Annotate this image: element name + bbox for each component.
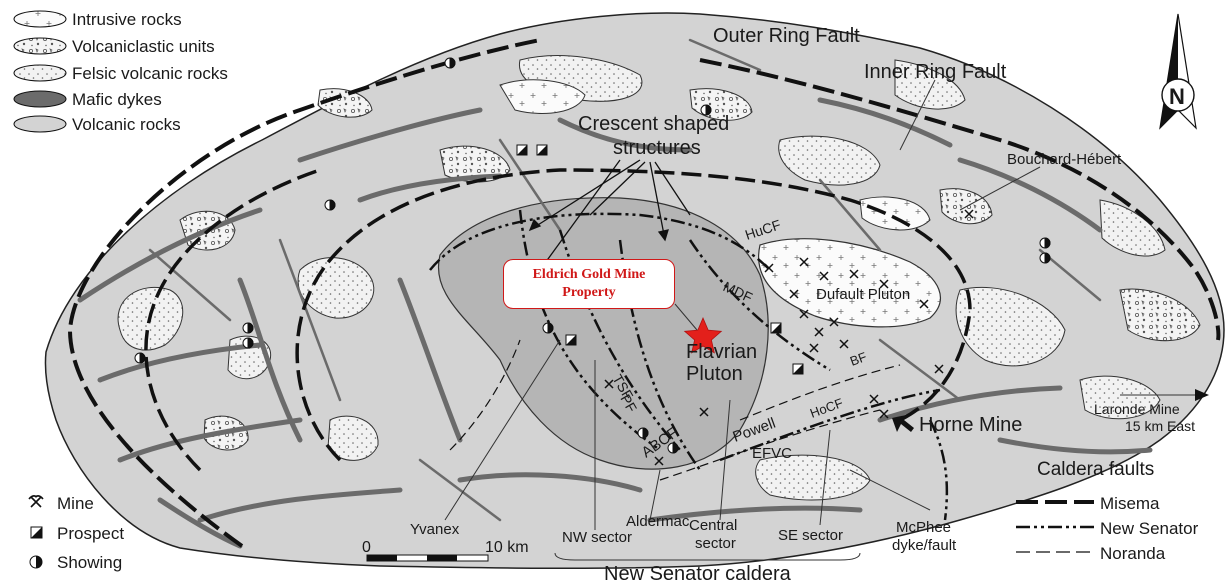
- eldrich-property-star-icon: [683, 316, 723, 354]
- mine-pick-icon: [28, 495, 44, 508]
- symbol-legend: Mine Prospect Showing: [28, 494, 124, 572]
- label-outer-ring-fault: Outer Ring Fault: [713, 25, 860, 47]
- prospect-symbols: [516, 144, 804, 375]
- legend-unit-label: Intrusive rocks: [72, 10, 182, 29]
- eldrich-property-callout: Eldrich Gold Mine Property: [503, 259, 675, 309]
- fault-legend-label: New Senator: [1100, 519, 1199, 538]
- label-mcphee-2: dyke/fault: [892, 537, 957, 554]
- callout-line-1: Eldrich Gold Mine: [532, 267, 646, 282]
- legend-unit-label: Volcaniclastic units: [72, 37, 215, 56]
- new-senator-caldera-brace: [554, 552, 861, 561]
- callout-line-2: Property: [562, 285, 616, 300]
- label-horne-mine: Horne Mine: [919, 414, 1022, 436]
- label-central-2: sector: [695, 535, 736, 552]
- new-senator-fault-lines: [429, 209, 949, 521]
- felsic-volcanic-units: [117, 55, 1166, 501]
- label-pf: PF: [617, 392, 640, 415]
- label-efvc: EFVC: [752, 445, 792, 462]
- dufault-pluton-area: [758, 238, 941, 328]
- label-laronde-1: Laronde Mine: [1094, 401, 1180, 417]
- leader-lines: [444, 79, 1195, 530]
- laronde-arrow-icon: [1195, 389, 1209, 401]
- mafic-dykes-thin: [148, 38, 1102, 522]
- label-bouchard-hebert: Bouchard-Hébert: [1007, 151, 1122, 168]
- scale-end-label: 10 km: [485, 539, 529, 556]
- legend-unit-label: Volcanic rocks: [72, 115, 181, 134]
- label-flavrian-1: Flavrian: [686, 341, 757, 363]
- fault-legend-label: Misema: [1100, 494, 1160, 513]
- rock-unit-legend: Intrusive rocks Volcaniclastic units Fel…: [13, 10, 228, 134]
- label-dufault-pluton: Dufault Pluton: [816, 286, 910, 303]
- felsic-volcanic-swatch-icon: [13, 64, 67, 82]
- legend-symbol-label: Prospect: [57, 524, 124, 543]
- volcaniclastic-swatch-icon: [13, 37, 67, 55]
- volcanic-rocks-swatch-icon: [13, 115, 67, 133]
- label-laronde-2: 15 km East: [1125, 418, 1195, 434]
- intrusive-rocks-swatch-icon: [13, 10, 67, 28]
- label-inner-ring-fault: Inner Ring Fault: [864, 61, 1007, 83]
- label-yvanex: Yvanex: [410, 521, 460, 538]
- legend-unit-label: Felsic volcanic rocks: [72, 64, 228, 83]
- horne-mine-arrow-icon: [892, 414, 914, 432]
- label-aldermac: Aldermac: [626, 513, 690, 530]
- caldera-faults-title: Caldera faults: [1037, 459, 1154, 480]
- inner-ring-fault-line: [144, 168, 321, 472]
- label-crescent-2: structures: [613, 137, 701, 159]
- outer-ring-fault-line: [67, 38, 541, 548]
- scale-bar: 0 10 km: [362, 539, 529, 562]
- north-label: N: [1169, 84, 1185, 109]
- label-crescent-1: Crescent shaped: [578, 113, 729, 135]
- north-arrow-icon: N: [1159, 13, 1197, 130]
- label-mcphee-1: McPhee: [896, 519, 951, 536]
- outer-ring-fault-line: [699, 58, 1221, 341]
- fault-legend-label: Noranda: [1100, 544, 1166, 563]
- mafic-dykes: [77, 97, 1153, 549]
- label-new-senator-caldera: New Senator caldera: [604, 563, 792, 585]
- caldera-faults-legend: Caldera faults Misema New Senator Norand…: [1016, 459, 1199, 563]
- legend-symbol-label: Showing: [57, 553, 122, 572]
- mine-symbols: [604, 209, 974, 466]
- label-bf: BF: [848, 349, 869, 369]
- intrusive-patch: [859, 196, 931, 231]
- legend-symbol-label: Mine: [57, 494, 94, 513]
- scale-start-label: 0: [362, 539, 371, 556]
- mafic-dykes-swatch-icon: [13, 90, 67, 108]
- legend-unit-label: Mafic dykes: [72, 90, 162, 109]
- label-se-sector: SE sector: [778, 527, 843, 544]
- volcaniclastic-units: [179, 88, 1201, 451]
- intrusive-patch: [499, 79, 586, 115]
- showing-symbols: [134, 57, 1051, 454]
- label-flavrian-2: Pluton: [686, 363, 743, 385]
- label-central-1: Central: [689, 517, 737, 534]
- noranda-fault-lines: [449, 339, 901, 481]
- label-nw-sector: NW sector: [562, 529, 632, 546]
